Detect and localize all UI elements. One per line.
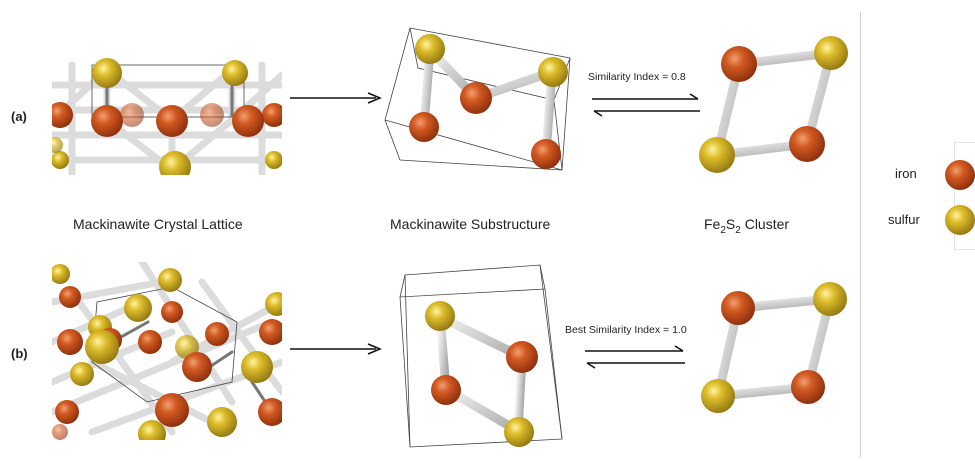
- caption-sub-2b: 2: [735, 224, 741, 236]
- arrow-lattice-to-substructure-b: [290, 343, 382, 355]
- caption-cluster: Cluster: [740, 216, 790, 232]
- row-a-label: (a): [11, 109, 27, 124]
- caption-sub-2a: 2: [720, 224, 726, 236]
- caption-crystal-lattice: Mackinawite Crystal Lattice: [73, 216, 243, 232]
- legend-label-sulfur: sulfur: [888, 212, 920, 227]
- fe2s2-cluster-b: [701, 282, 847, 413]
- caption-substructure: Mackinawite Substructure: [390, 216, 551, 232]
- caption-fe2s2-cluster: Fe2S2 Cluster: [704, 216, 789, 236]
- mackinawite-substructure-b: [399, 264, 563, 448]
- mackinawite-substructure-a: [384, 27, 571, 171]
- legend-swatch-iron: [945, 160, 975, 190]
- legend-divider: [860, 12, 861, 457]
- similarity-index-b: Best Similarity Index = 1.0: [565, 324, 687, 336]
- mackinawite-lattice-b: [52, 262, 282, 440]
- caption-s: S: [725, 216, 736, 232]
- double-arrow-a: [592, 93, 700, 117]
- legend-label-iron: iron: [895, 166, 917, 181]
- mackinawite-lattice-a: [52, 58, 282, 175]
- fe2s2-cluster-a: [699, 36, 848, 173]
- row-b-label: (b): [11, 346, 28, 361]
- caption-fe: Fe: [704, 216, 721, 232]
- similarity-index-a: Similarity Index = 0.8: [588, 71, 686, 83]
- legend-swatch-sulfur: [945, 205, 975, 235]
- arrow-lattice-to-substructure-a: [290, 92, 382, 104]
- double-arrow-b: [585, 345, 685, 369]
